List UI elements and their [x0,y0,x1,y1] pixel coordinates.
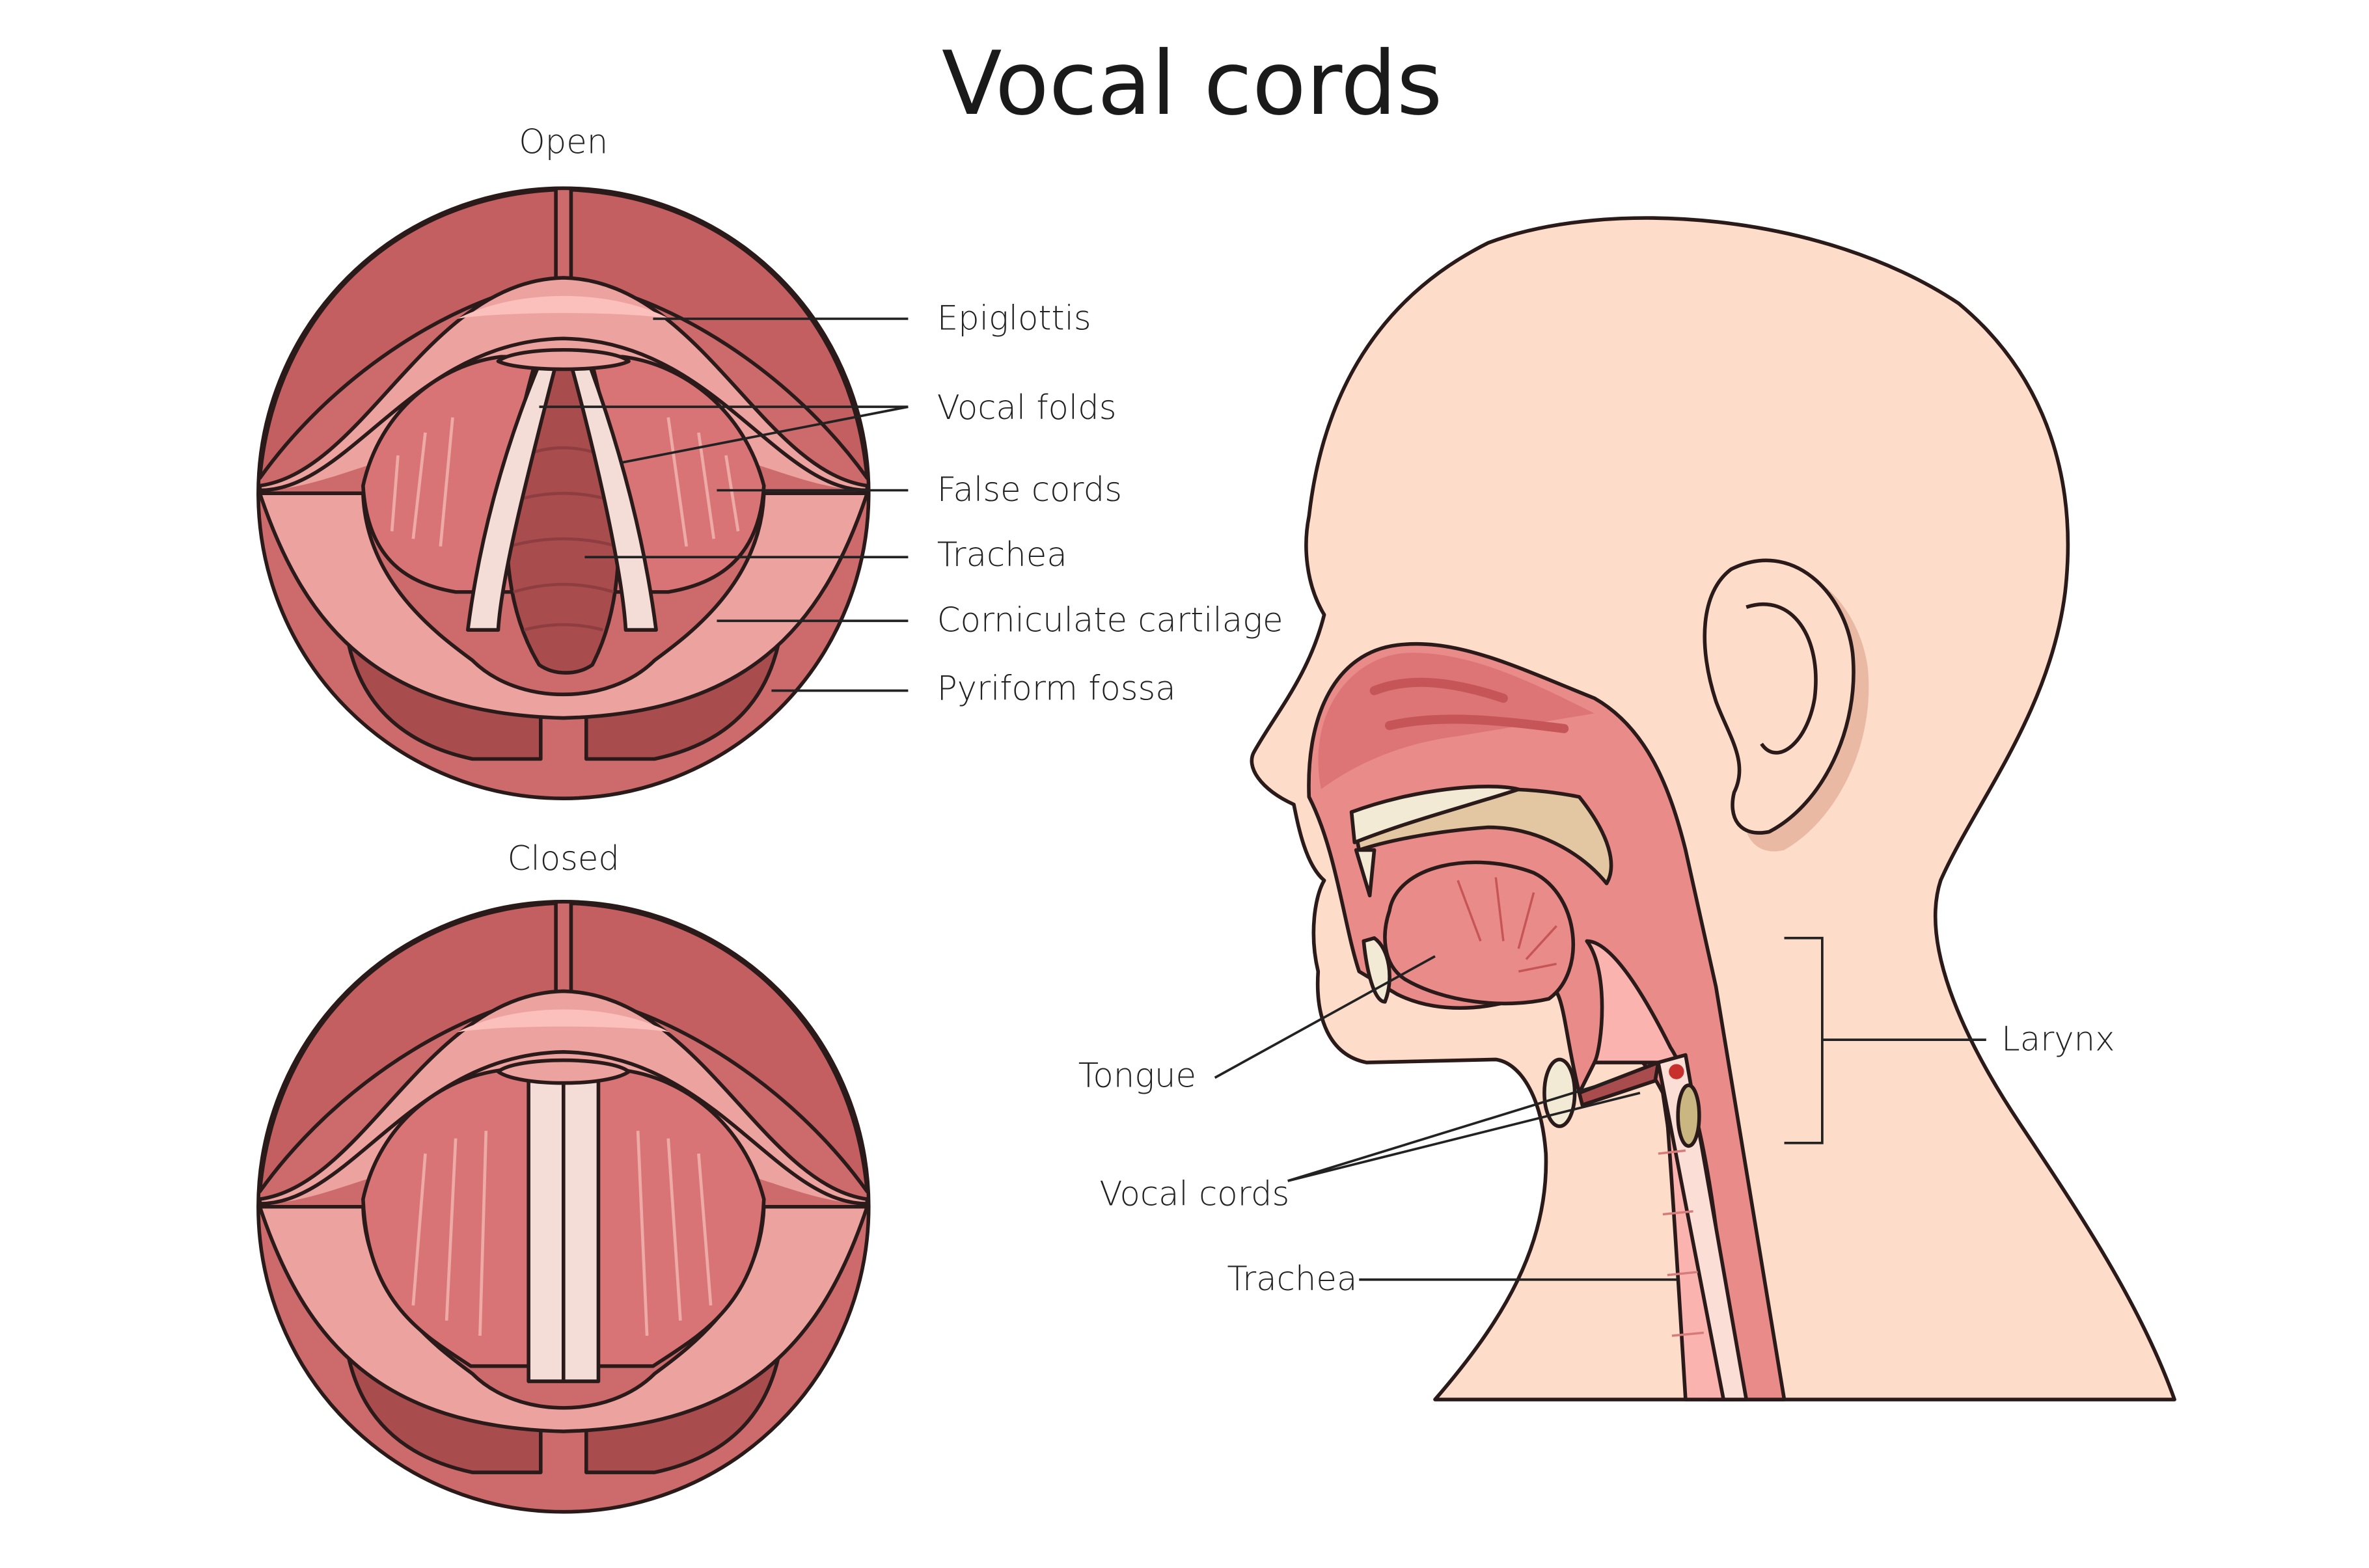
open-larynx-view: Open [256,123,871,800]
closed-larynx-view: Closed [256,839,871,1514]
closed-heading: Closed [508,839,620,878]
head-profile [1250,216,2176,1401]
head-labels: Larynx Tongue Vocal cords Trachea [1078,955,2115,1299]
label-epiglottis: Epiglottis [937,299,1091,338]
label-vocal-folds: Vocal folds [937,388,1117,427]
label-trachea-open: Trachea [937,535,1067,574]
diagram-title: Vocal cords [942,32,1443,135]
label-vocal-cords: Vocal cords [1099,1174,1289,1213]
label-false-cords: False cords [937,470,1122,509]
label-larynx: Larynx [2001,1020,2115,1059]
label-tongue: Tongue [1078,1056,1196,1095]
label-trachea-head: Trachea [1227,1260,1357,1299]
open-heading: Open [519,123,608,162]
open-view-labels: Epiglottis Vocal folds False cords Trach… [539,299,1283,709]
label-corniculate-cartilage: Corniculate cartilage [937,601,1283,640]
label-pyriform-fossa: Pyriform fossa [937,669,1176,709]
